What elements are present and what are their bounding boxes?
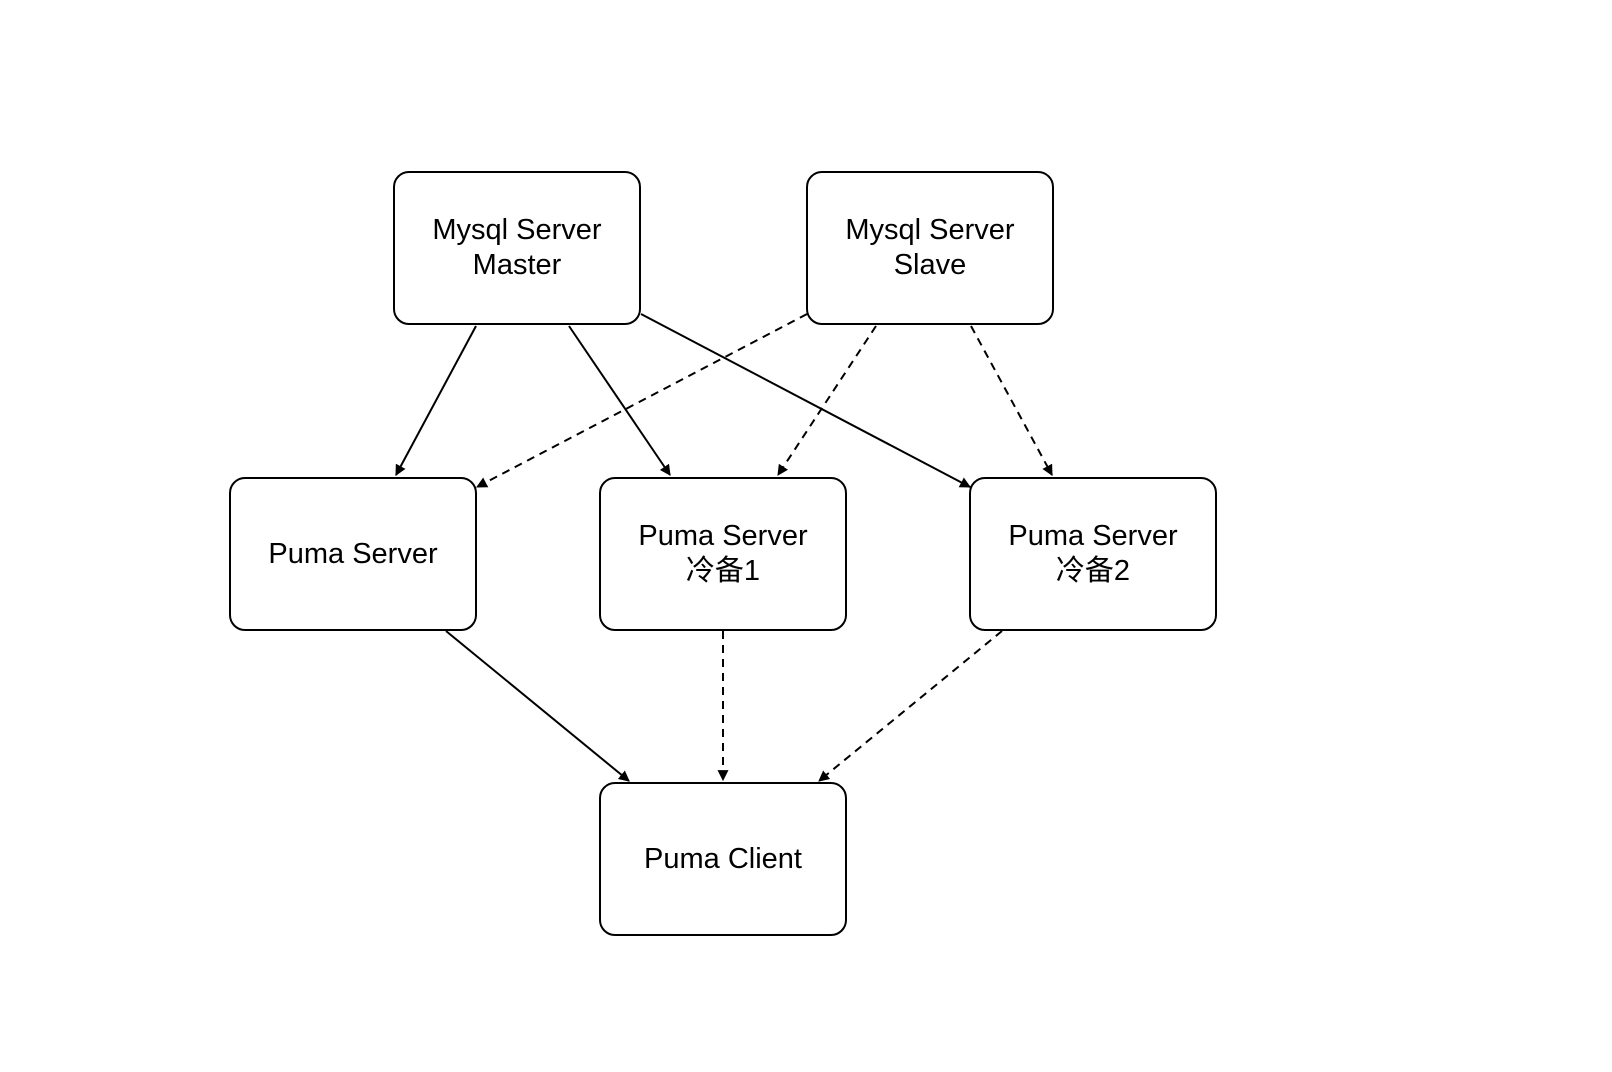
edge-puma-server-cold2-to-puma-client (818, 630, 1003, 782)
mysql-master-node[interactable]: Mysql Server Master (393, 171, 641, 325)
puma-client-label: Puma Client (644, 842, 802, 875)
puma-server-label: Puma Server (268, 537, 438, 570)
edge-mysql-slave-to-puma-server (476, 313, 808, 488)
edge-mysql-master-to-puma-server (395, 325, 477, 476)
edge-puma-server-to-puma-client (445, 630, 630, 782)
edge-mysql-master-to-puma-server-cold1 (568, 325, 671, 476)
puma-client-node[interactable]: Puma Client (599, 782, 847, 936)
puma-server-cold2-label-line1: Puma Server (1008, 520, 1178, 552)
mysql-slave-node[interactable]: Mysql Server Slave (806, 171, 1054, 325)
edge-mysql-master-to-puma-server-cold2 (640, 313, 971, 488)
mysql-master-label-line1: Mysql Server (432, 214, 602, 246)
puma-server-cold1-label-line1: Puma Server (638, 520, 808, 552)
puma-server-cold2-label-line2: 冷备2 (1055, 555, 1131, 587)
edge-mysql-slave-to-puma-server-cold2 (970, 325, 1053, 476)
mysql-slave-label-line2: Slave (893, 249, 967, 281)
puma-server-cold1-node[interactable]: Puma Server 冷备1 (599, 477, 847, 631)
mysql-master-label-line2: Master (472, 249, 562, 281)
edge-mysql-slave-to-puma-server-cold1 (777, 325, 877, 476)
mysql-slave-label-line1: Mysql Server (845, 214, 1015, 246)
puma-server-node[interactable]: Puma Server (229, 477, 477, 631)
puma-server-cold1-label-line2: 冷备1 (685, 555, 761, 587)
puma-server-cold2-node[interactable]: Puma Server 冷备2 (969, 477, 1217, 631)
